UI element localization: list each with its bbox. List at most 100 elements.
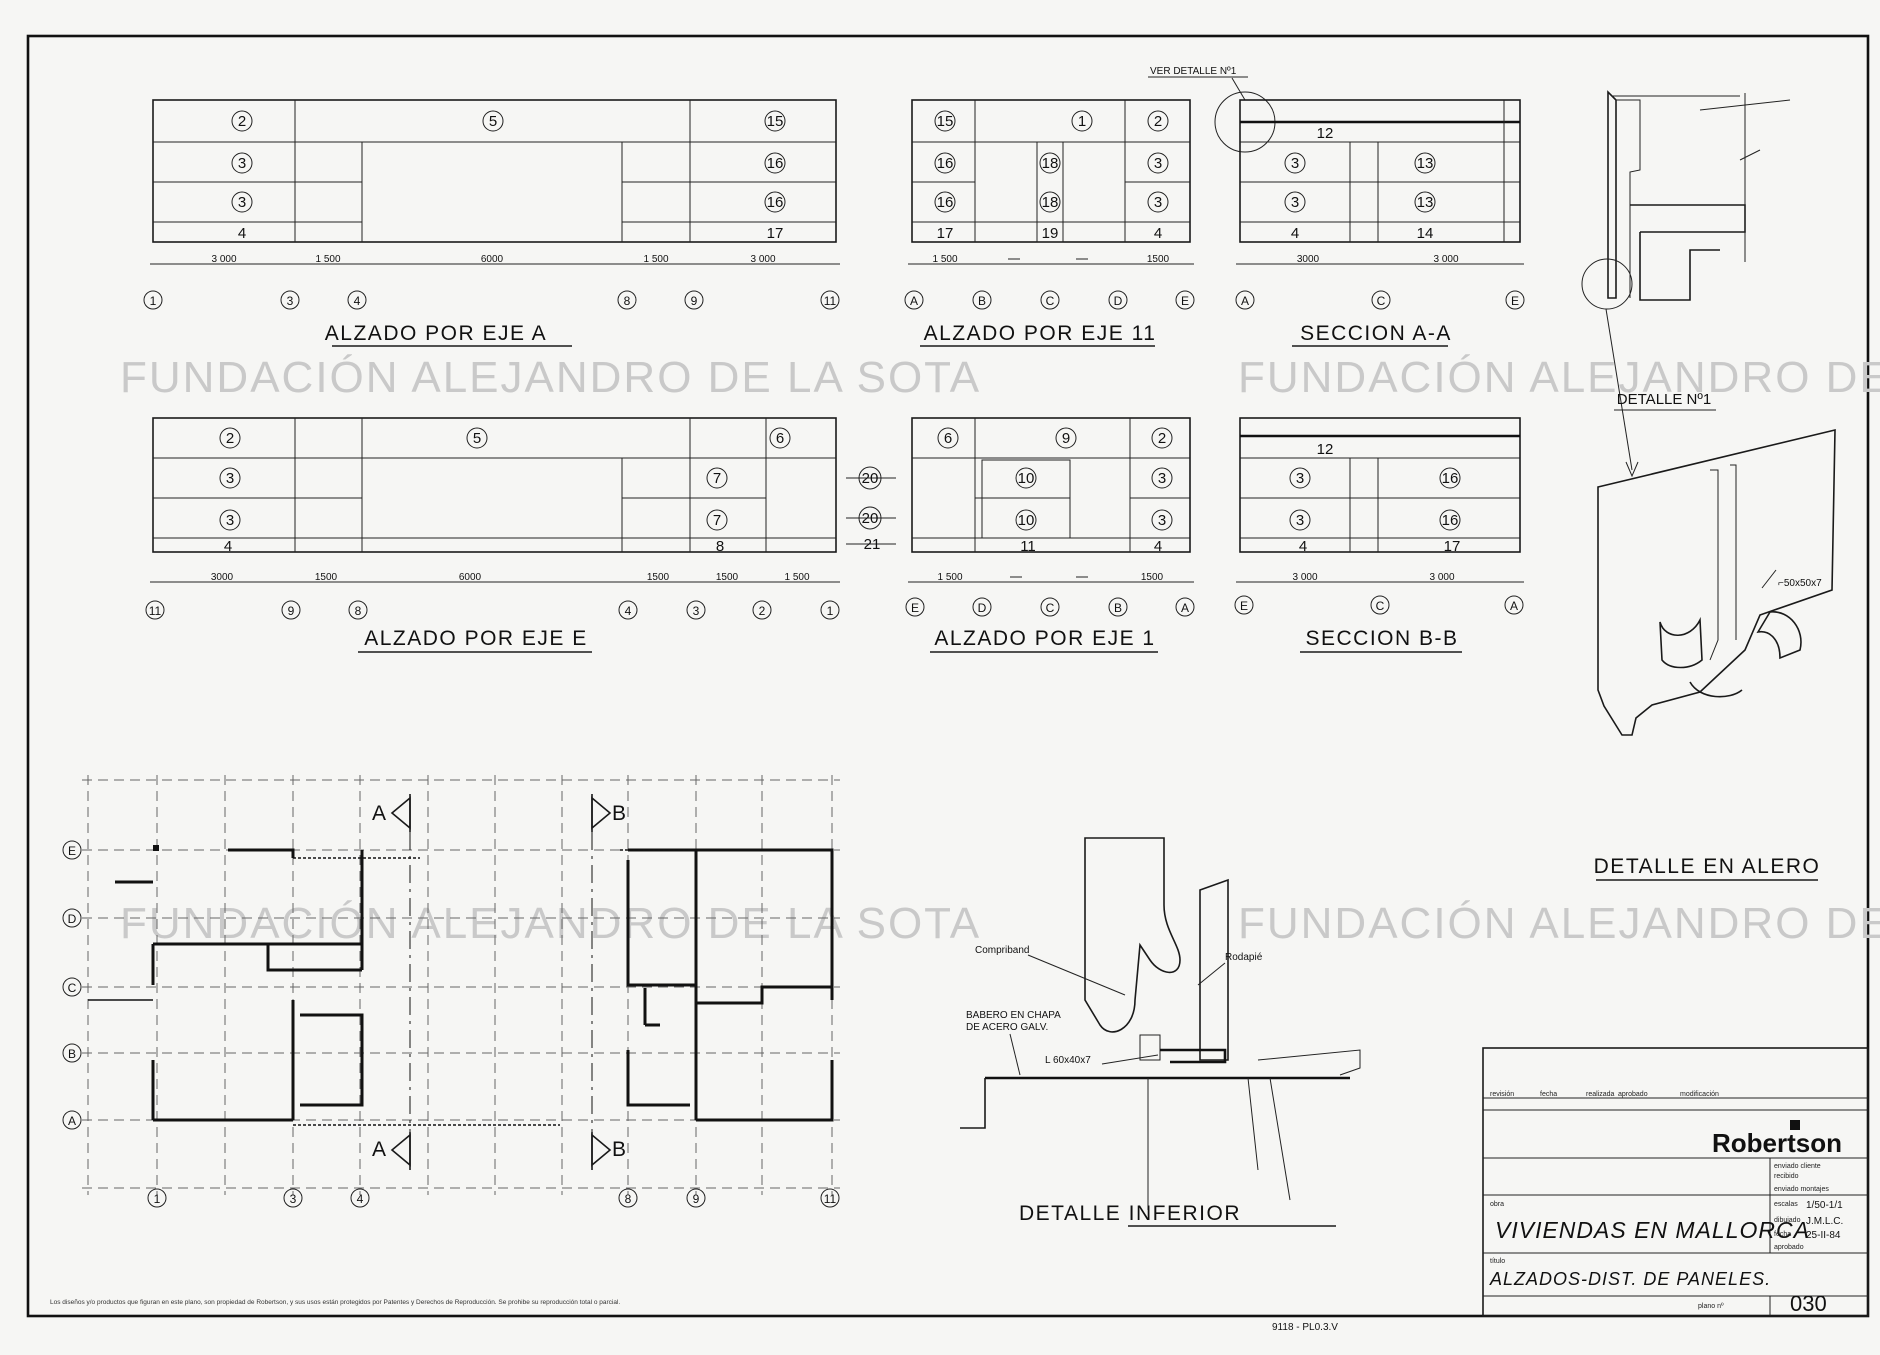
drawing-label: 3000 (211, 572, 234, 583)
drawing-label: 8 (355, 604, 362, 618)
detail-labels: Compriband BABERO EN CHAPA DE ACERO GALV… (966, 945, 1263, 1076)
drawing-label: 11 (1020, 538, 1036, 555)
panel-reference-bubbles: 20 20 21 (846, 466, 896, 553)
drawing-label: 1/50-1/1 (1806, 1200, 1843, 1211)
title-block: revisión fecha realizada aprobado modifi… (1482, 1047, 1869, 1317)
drawing-label: BABERO EN CHAPA (966, 1010, 1061, 1021)
watermark: FUNDACIÓN ALEJANDRO DE LA SOTA (1238, 353, 1880, 402)
drawing-label: dibujado (1774, 1217, 1801, 1224)
drawing-label: 2 (226, 430, 234, 447)
watermark: FUNDACIÓN ALEJANDRO DE LA SOTA (1238, 899, 1880, 948)
drawing-label: 14 (1417, 225, 1434, 242)
drawing-label: 3 (287, 294, 294, 308)
drawing-label: 1 500 (315, 254, 340, 265)
drawing-label: E (1240, 599, 1248, 613)
drawing-label: 16 (1442, 470, 1459, 487)
drawing-label: C (1376, 599, 1385, 613)
drawing-label: 5 (473, 430, 481, 447)
drawing-label: 8 (716, 538, 724, 555)
drawing-label: 3 (290, 1192, 297, 1206)
drawing-label: fecha (1540, 1091, 1557, 1098)
drawing-label: B (978, 294, 986, 308)
drawing-label: 1500 (315, 572, 338, 583)
drawing-label: enviado montajes (1774, 1186, 1829, 1193)
view-title: ALZADO POR EJE 1 (934, 627, 1155, 650)
drawing-label: 4 (1291, 225, 1299, 242)
drawing-label: 17 (937, 225, 954, 242)
drawing-label: 3 000 (1429, 572, 1454, 583)
drawing-label: A (372, 802, 388, 825)
drawing-label: 3 (1296, 470, 1304, 487)
drawing-label: E (911, 601, 919, 615)
axis-markers: A B C D E (904, 290, 1195, 310)
drawing-label: 3000 (1297, 254, 1320, 265)
drawing-label: 21 (864, 536, 881, 553)
drawing-label: aprobado (1774, 1244, 1804, 1251)
axis-markers: E C A (1234, 595, 1524, 615)
drawing-label: plano nº (1698, 1303, 1724, 1310)
drawing-label: 5 (489, 113, 497, 130)
axis-markers: E D C B A (905, 597, 1195, 617)
drawing-label: 15 (767, 113, 784, 130)
drawing-label: B (612, 1138, 628, 1161)
drawing-label: C (1377, 294, 1386, 308)
drawing-label: 1500 (1141, 572, 1164, 583)
drawing-label: 3 000 (211, 254, 236, 265)
drawing-label: A (1241, 294, 1249, 308)
drawing-label: realizada (1586, 1091, 1615, 1098)
view-title: SECCION B-B (1305, 627, 1458, 650)
view-title: ALZADO POR EJE 11 (924, 322, 1157, 345)
watermark: FUNDACIÓN ALEJANDRO DE LA SOTA (120, 899, 981, 948)
panel-number: 2 5 6 3 7 3 7 4 8 (219, 427, 791, 555)
dimension-labels: 1 500 1500 (932, 254, 1169, 265)
drawing-label: 1500 (1147, 254, 1170, 265)
bottom-stamp: 9118 - PL0.3.V (1272, 1322, 1338, 1333)
drawing-label: A (372, 1138, 388, 1161)
drawing-label: 18 (1042, 194, 1059, 211)
panel-number: 12 3 16 3 16 4 17 (1289, 441, 1461, 555)
drawing-label: 9 (693, 1192, 700, 1206)
panel-number: 6 9 2 10 3 10 3 11 4 (937, 427, 1173, 555)
drawing-label: C (1046, 601, 1055, 615)
elevation-axis-e: 2 5 6 3 7 3 7 4 8 20 20 21 3000 1500 600… (145, 417, 896, 653)
drawing-label: A (910, 294, 918, 308)
drawing-label: B (1114, 601, 1122, 615)
drawing-label: revisión (1490, 1091, 1514, 1098)
elevation-axis-11: 15 1 2 16 18 3 16 18 3 17 19 4 1 500 150… (904, 99, 1195, 347)
drawing-label: B (68, 1047, 76, 1061)
drawing-label: 4 (238, 225, 246, 242)
drawing-label: 4 (625, 604, 632, 618)
drawing-label: 8 (624, 294, 631, 308)
drawing-label: 6 (776, 430, 784, 447)
axis-markers: A C E (1235, 290, 1525, 310)
drawing-label: 1 (154, 1192, 161, 1206)
drawing-label: 7 (713, 512, 721, 529)
drawing-label: 1 500 (937, 572, 962, 583)
drawing-label: 2 (1158, 430, 1166, 447)
section-b-b: 12 3 16 3 16 4 17 3 000 3 000 E C A SECC… (1234, 417, 1524, 653)
dimension-labels: 3000 1500 6000 1500 1500 1 500 (211, 572, 810, 583)
drawing-label: A (68, 1114, 76, 1128)
detail-title: DETALLE Nº1 (1617, 391, 1711, 408)
drawing-label: Rodapié (1225, 952, 1263, 963)
drawing-label: 4 (1299, 538, 1307, 555)
drawing-label: 1 500 (643, 254, 668, 265)
drawing-label: D (978, 601, 987, 615)
drawing-label: 16 (937, 155, 954, 172)
drawing-label: 3 000 (750, 254, 775, 265)
drawing-label: 16 (767, 194, 784, 211)
drawing-label: A (1510, 599, 1518, 613)
drawing-label: 6000 (481, 254, 504, 265)
drawing-label: D (68, 912, 77, 926)
drawing-label: 11 (149, 604, 162, 618)
detail-1: DETALLE Nº1 ⌐50x50x7 (1597, 391, 1836, 736)
sheet-number: 030 (1790, 1291, 1827, 1316)
drawing-label: 1500 (647, 572, 670, 583)
view-title: ALZADO POR EJE A (325, 322, 547, 345)
drawing-label: 25-II-84 (1806, 1230, 1841, 1241)
drawing-label: 15 (937, 113, 954, 130)
drawing-label: 16 (1442, 512, 1459, 529)
detail-title: DETALLE INFERIOR (1019, 1202, 1241, 1225)
